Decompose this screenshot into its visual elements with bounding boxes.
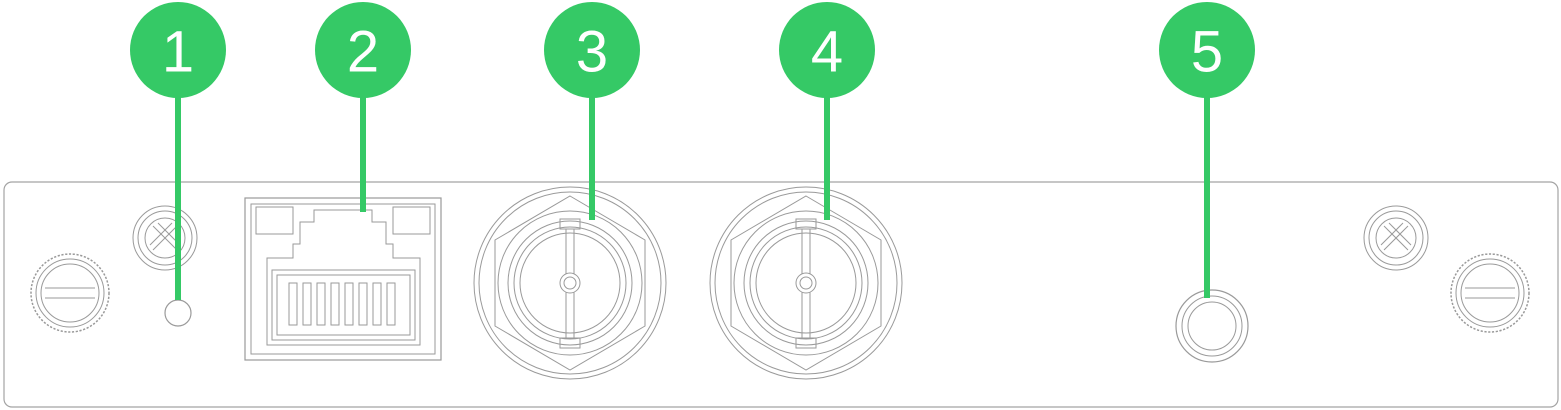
left-thumb-screw-icon bbox=[30, 253, 110, 333]
bnc-connector-1 bbox=[473, 186, 667, 380]
callout-4-badge bbox=[779, 2, 875, 98]
led-indicator bbox=[164, 299, 192, 327]
callout-4: 4 bbox=[779, 2, 875, 220]
callout-2-number: 2 bbox=[347, 20, 379, 85]
callout-1: 1 bbox=[130, 2, 226, 300]
callout-3-number: 3 bbox=[576, 20, 608, 85]
bnc-connector-2 bbox=[709, 186, 903, 380]
callout-4-number: 4 bbox=[811, 20, 843, 85]
callout-2: 2 bbox=[315, 2, 411, 212]
right-cross-screw-icon bbox=[1363, 205, 1429, 271]
left-cross-screw-icon bbox=[132, 205, 198, 271]
callout-3: 3 bbox=[544, 2, 640, 220]
round-port bbox=[1175, 289, 1249, 363]
callout-5-number: 5 bbox=[1191, 20, 1223, 85]
right-thumb-screw-icon bbox=[1450, 253, 1530, 333]
rj45-port bbox=[244, 197, 442, 361]
callout-5: 5 bbox=[1159, 2, 1255, 298]
callout-1-number: 1 bbox=[162, 20, 194, 85]
callout-5-badge bbox=[1159, 2, 1255, 98]
callout-1-badge bbox=[130, 2, 226, 98]
panel-plate bbox=[3, 181, 1559, 408]
callout-2-badge bbox=[315, 2, 411, 98]
callout-3-badge bbox=[544, 2, 640, 98]
